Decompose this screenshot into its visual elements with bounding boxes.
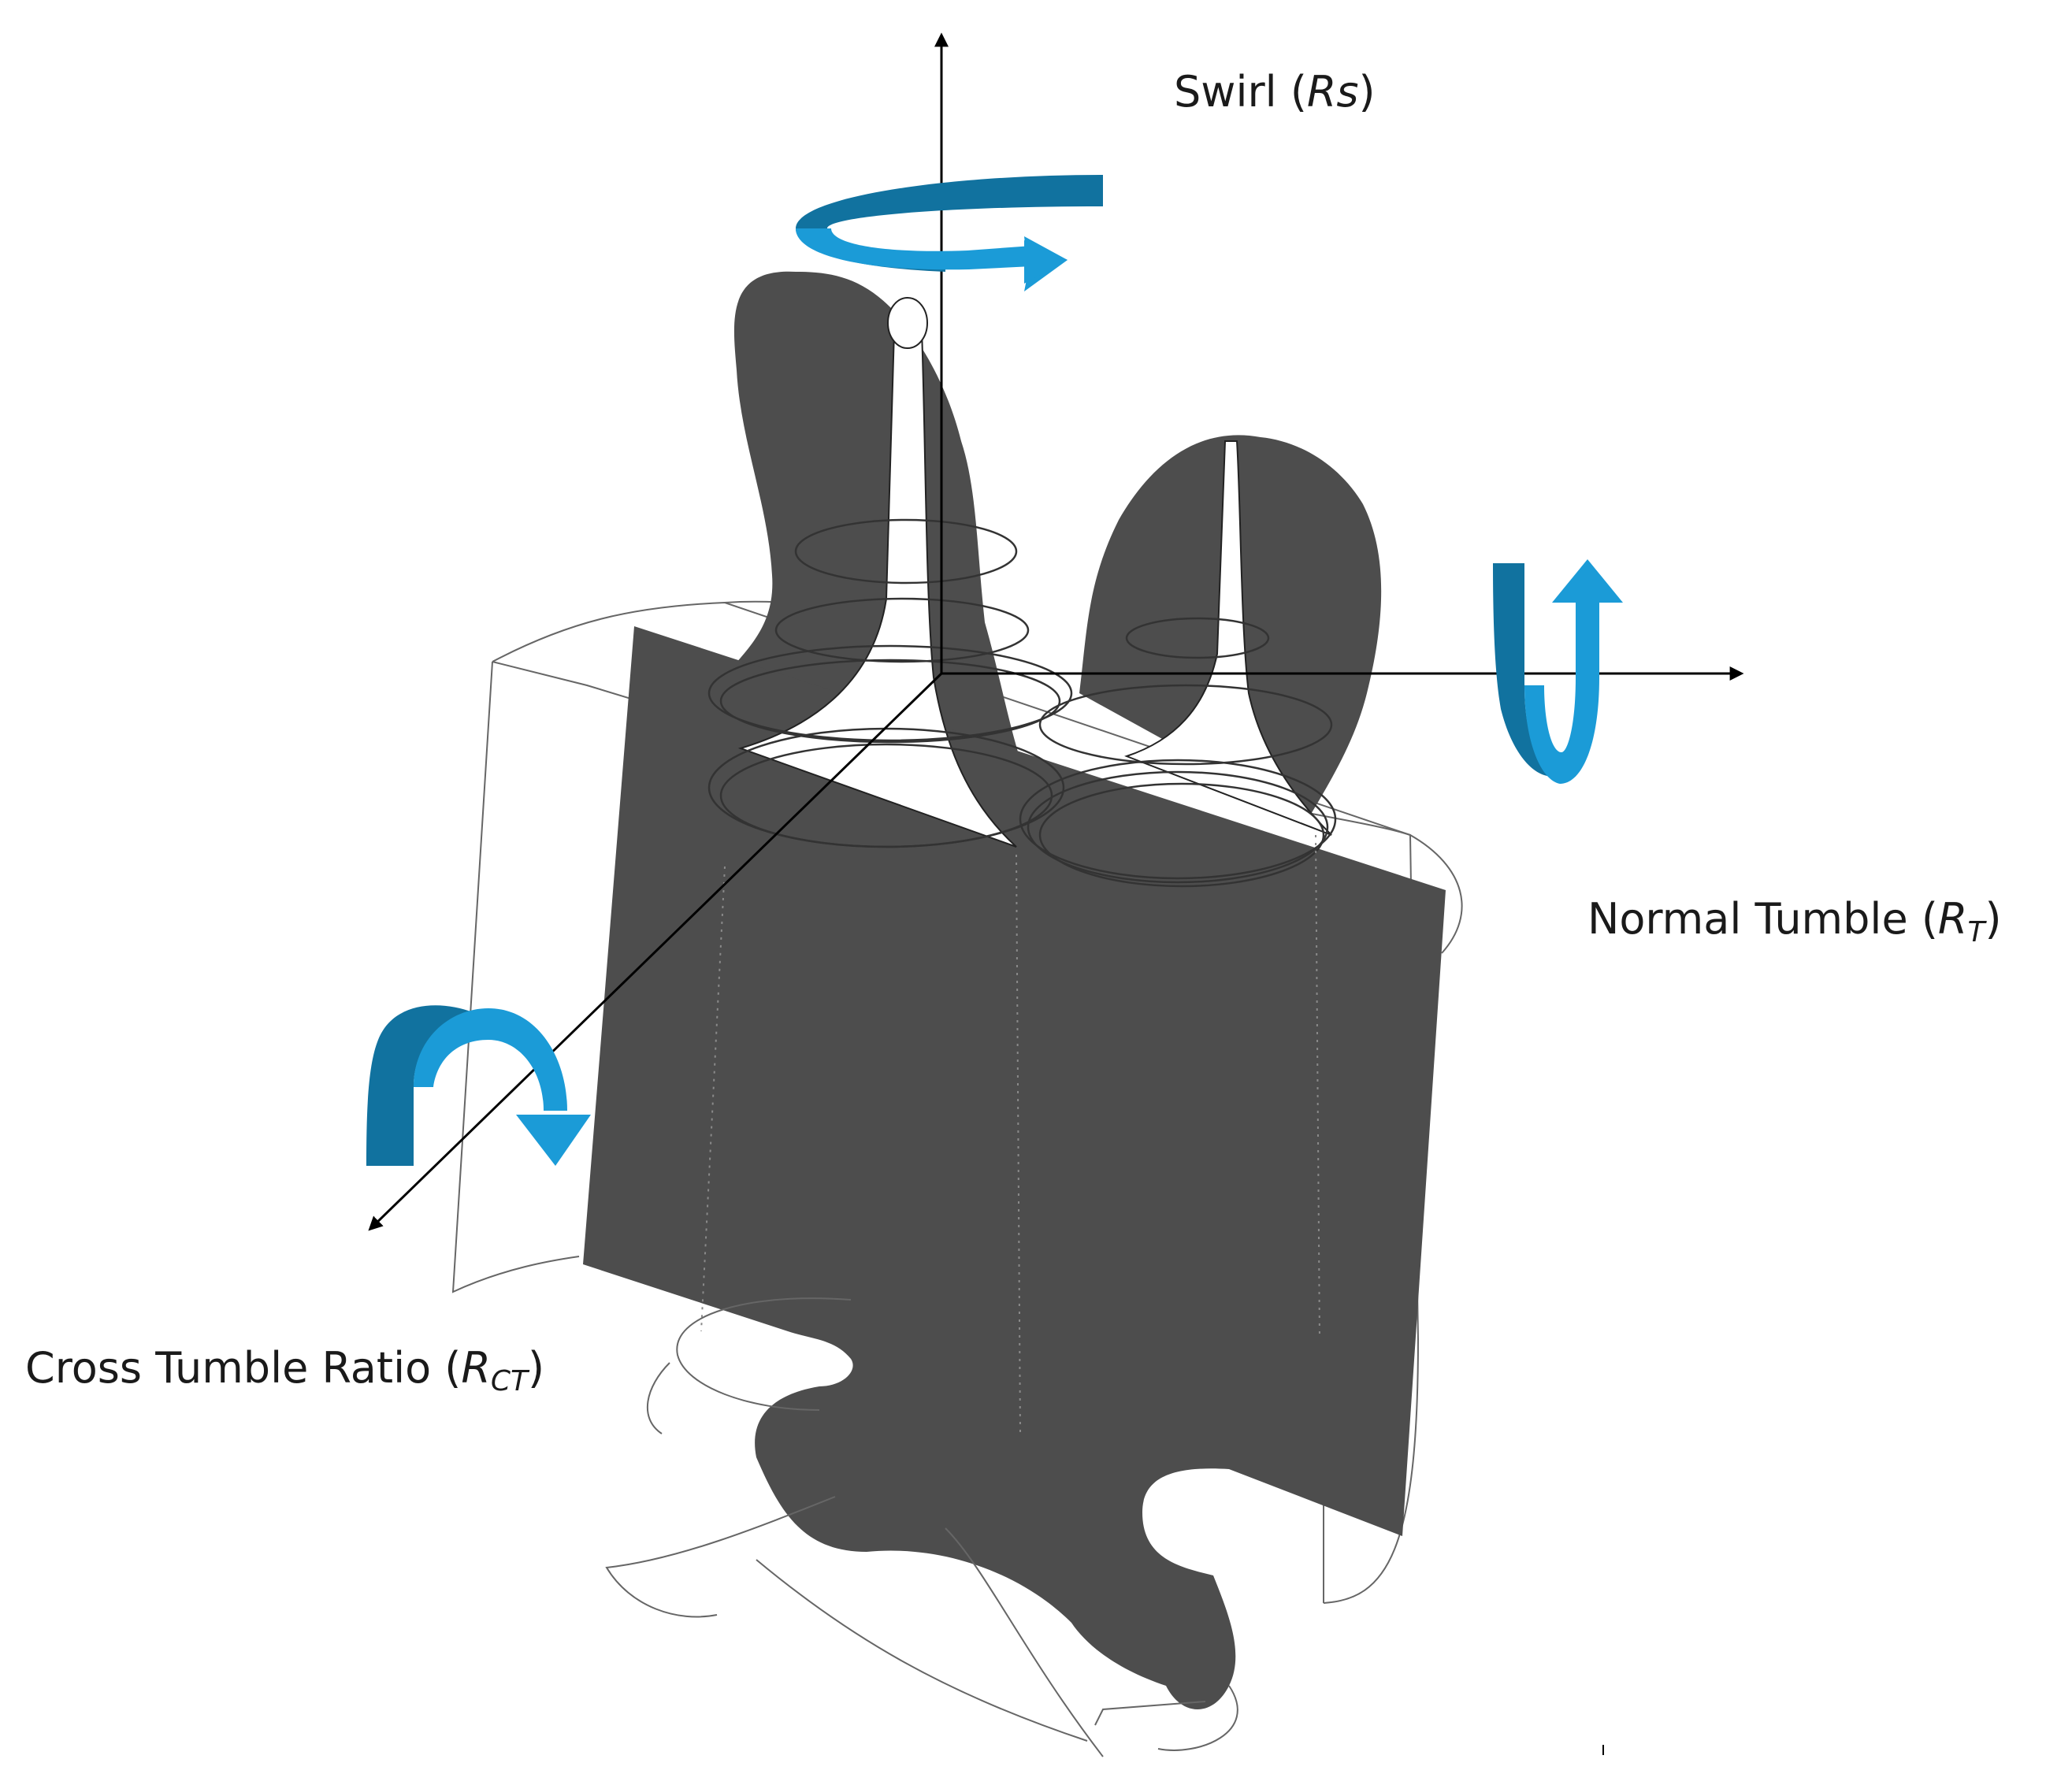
cross-tumble-axis xyxy=(368,672,943,1231)
lower-port-outline xyxy=(605,1297,1238,1757)
normal-tumble-label: Normal Tumble (RT) xyxy=(1587,894,2002,948)
swirl-rotation-arrow-icon xyxy=(796,175,1103,291)
valve-seat-lines xyxy=(707,518,1337,888)
cross-tumble-rotation-arrow-icon xyxy=(366,1005,591,1166)
axes xyxy=(368,32,1744,1231)
cross-tumble-label: Cross Tumble Ratio (RCT) xyxy=(25,1343,545,1397)
swirl-label: Swirl (Rs) xyxy=(1174,67,1376,117)
valve-left xyxy=(737,297,1017,848)
normal-tumble-rotation-arrow-icon xyxy=(1493,559,1623,784)
cylinder-section xyxy=(583,626,1446,1709)
section-dotted-lines xyxy=(700,834,1320,1434)
